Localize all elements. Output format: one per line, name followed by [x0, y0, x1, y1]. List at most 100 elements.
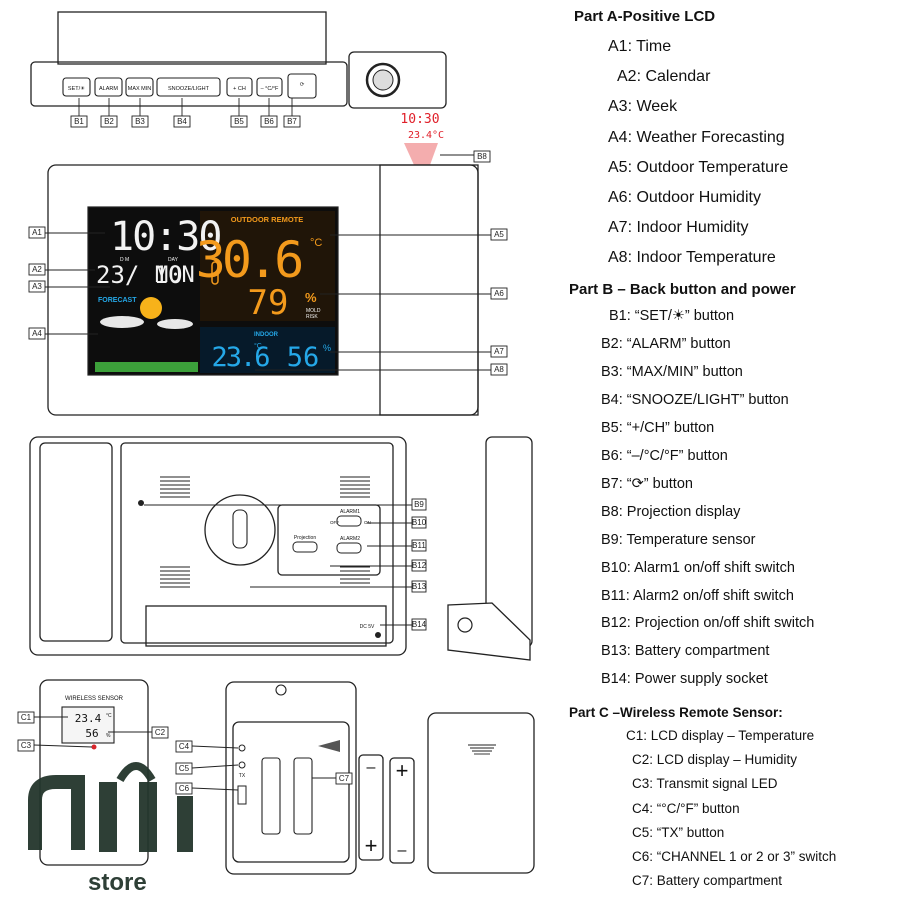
callout-label: B13	[412, 582, 427, 591]
callout-box	[28, 263, 46, 276]
callout-label: B3	[135, 117, 145, 126]
lcd-day-small: DAY	[168, 257, 179, 263]
callout-box	[490, 345, 508, 358]
top-button-label: ⟳	[300, 82, 305, 88]
lcd-date: 23/ 10	[96, 261, 183, 289]
callout-label: B5	[234, 117, 244, 126]
top-button-label: + CH	[233, 86, 246, 92]
lcd-date-small: D M	[120, 257, 129, 263]
sensor-hum: 56	[85, 727, 98, 740]
lcd-outdoor-temp: 30.6	[196, 231, 301, 289]
sensor-temp-unit: °C	[106, 713, 112, 719]
projection-beam	[404, 143, 438, 165]
alarm1-label: ALARM1	[340, 509, 360, 515]
leader-line	[191, 764, 239, 769]
sensor-back-body	[225, 681, 357, 875]
lcd-risk-label: RISK	[306, 314, 318, 320]
callout-box	[411, 580, 427, 593]
leader-line	[191, 745, 239, 749]
sensor-lcd	[61, 706, 115, 744]
lcd-outdoor-hum-unit: %	[305, 290, 317, 305]
top-button	[94, 77, 123, 97]
button-panel	[30, 61, 348, 107]
callout-label: C2	[155, 728, 166, 737]
side-view-screw	[457, 617, 473, 633]
lcd-outdoor-temp-unit: °C	[310, 237, 322, 249]
transmit-led	[91, 744, 97, 750]
callout-label: B6	[264, 117, 274, 126]
sensor-battery-2	[293, 757, 313, 835]
logo-shape	[99, 782, 117, 852]
logo-shape	[116, 762, 156, 783]
battery-plus: +	[365, 833, 378, 858]
top-button	[62, 77, 91, 97]
callout-label: B12	[412, 561, 427, 570]
battery-plus: +	[396, 758, 409, 783]
power-socket	[375, 632, 381, 638]
logo-shape	[139, 782, 157, 852]
callout-label: B2	[104, 117, 114, 126]
callout-box	[411, 618, 427, 631]
lcd-mold-label: MOLD	[306, 308, 321, 314]
leader-line	[33, 744, 93, 748]
tx-label: TX	[239, 773, 246, 779]
cloud-icon	[157, 319, 193, 329]
callout-label: A8	[494, 365, 504, 374]
callout-label: B10	[412, 518, 427, 527]
top-button-label: – °C/°F	[261, 86, 279, 92]
callout-label: B9	[414, 500, 424, 509]
front-unit-projector-side	[379, 164, 479, 416]
callout-box	[28, 280, 46, 293]
projection-time: 10:30	[400, 112, 439, 127]
callout-label: B7	[287, 117, 297, 126]
projector-head	[348, 51, 447, 109]
callout-box	[490, 287, 508, 300]
callout-label: A4	[32, 329, 42, 338]
callout-box	[490, 228, 508, 241]
top-button-label: SNOOZE/LIGHT	[168, 86, 210, 92]
callout-label: B8	[477, 152, 487, 161]
top-button	[287, 73, 317, 99]
grass-strip	[95, 362, 198, 372]
callout-label: A2	[32, 265, 42, 274]
top-button-label: SET/☀	[68, 85, 85, 92]
callout-label: A1	[32, 228, 42, 237]
leader-line	[191, 787, 239, 791]
loose-battery-2	[389, 757, 415, 864]
projection-switch	[292, 541, 318, 553]
callout-box	[28, 327, 46, 340]
lcd-indoor-hum: 56	[287, 342, 320, 373]
lcd-outdoor-hum: 79	[248, 283, 289, 323]
callout-box	[260, 115, 278, 128]
callout-box	[411, 559, 427, 572]
logo-shape	[28, 775, 85, 850]
callout-box	[335, 772, 353, 785]
callout-box	[175, 762, 193, 775]
battery-minus: –	[398, 842, 407, 859]
callout-box	[411, 498, 427, 511]
callout-label: A7	[494, 347, 504, 356]
callout-label: C6	[179, 784, 190, 793]
top-button	[125, 77, 154, 97]
top-button-label: ALARM	[99, 86, 118, 92]
callout-label: A5	[494, 230, 504, 239]
alarm1-switch	[336, 515, 362, 527]
callout-box	[173, 115, 191, 128]
callout-box	[151, 726, 169, 739]
side-view-stand	[447, 602, 531, 661]
base-top-body	[57, 11, 327, 65]
callout-label: C1	[21, 713, 32, 722]
hang-hole	[275, 684, 287, 696]
callout-label: A6	[494, 289, 504, 298]
top-button	[256, 77, 283, 97]
switch-off-label: OFF	[330, 520, 339, 525]
back-unit-projector-arm	[39, 442, 113, 642]
battery-cover-slot	[232, 509, 248, 549]
callout-box	[175, 740, 193, 753]
callout-label: C3	[21, 741, 32, 750]
callout-label: C7	[339, 774, 350, 783]
loose-battery-1	[358, 754, 384, 861]
callout-label: C5	[179, 764, 190, 773]
callout-label: A3	[32, 282, 42, 291]
sensor-battery-compartment	[232, 721, 350, 863]
